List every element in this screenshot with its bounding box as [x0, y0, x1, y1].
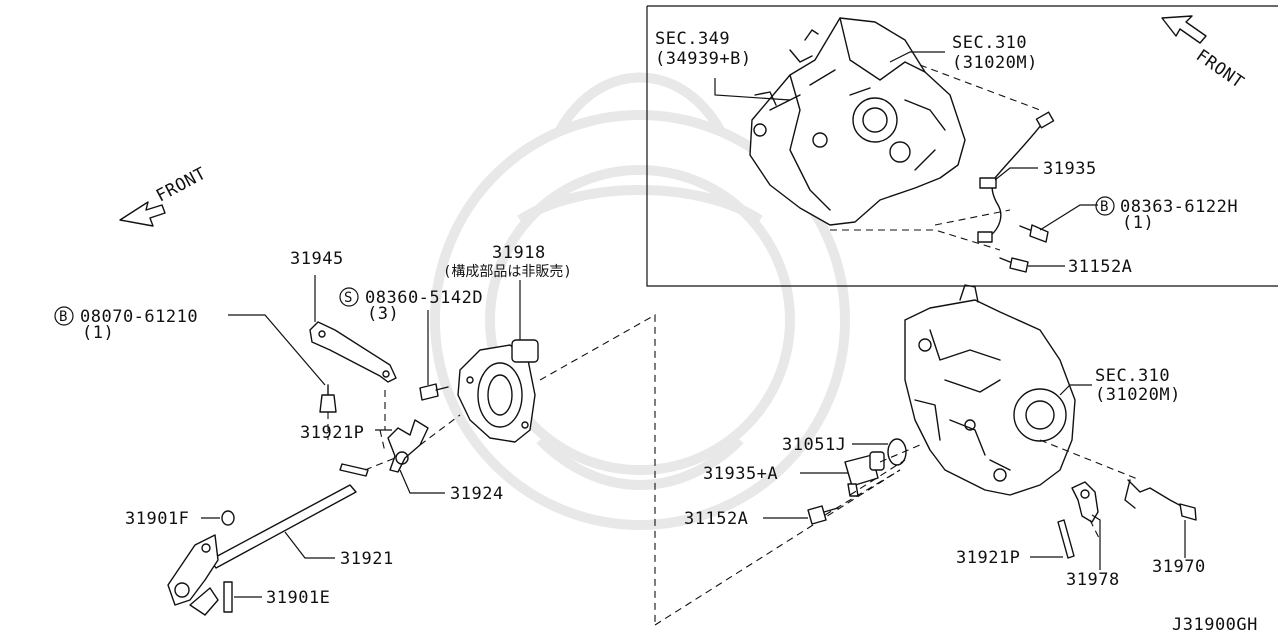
label-31970: 31970	[1152, 557, 1206, 577]
part-31051j-oring	[887, 438, 907, 466]
part-right-31921p-pin	[1057, 519, 1075, 559]
label-31918: 31918	[492, 243, 546, 263]
label-sec310-right: SEC.310	[1095, 366, 1170, 386]
label-08360-5142d: 08360-5142D	[365, 288, 483, 308]
inset-transmission-housing	[749, 17, 966, 226]
inset-frame	[646, 5, 1278, 287]
inset-bolt-08363	[1019, 224, 1049, 243]
part-31918-cover	[457, 339, 539, 443]
label-31051j: 31051J	[782, 435, 846, 455]
part-31945-bracket	[309, 321, 397, 383]
diagram-id: J31900GH	[1172, 615, 1258, 635]
label-inset-bolt-code: B	[1100, 199, 1108, 215]
label-sec349-ref: (34939+B)	[655, 49, 752, 69]
inset-speed-sensor-cable	[977, 111, 1055, 243]
label-inset-31152a: 31152A	[1068, 257, 1132, 277]
label-31901e: 31901E	[266, 588, 330, 608]
part-31970-cable	[1124, 479, 1197, 521]
label-08363-qty: (1)	[1122, 213, 1154, 233]
front-arrow-left: FRONT	[119, 164, 210, 227]
label-08070-61210: 08070-61210	[80, 307, 198, 327]
label-08070-code: B	[59, 309, 67, 325]
part-31935a-sensor	[844, 451, 885, 497]
front-arrow-inset: FRONT	[1161, 15, 1248, 93]
label-sec310-inset-ref: (31020M)	[952, 53, 1038, 73]
part-31924-lever	[387, 419, 429, 473]
bolt-code-circle	[1095, 196, 1115, 216]
front-label-left: FRONT	[153, 164, 210, 207]
part-31901f-plug	[221, 510, 235, 526]
label-31921: 31921	[340, 549, 394, 569]
label-31901f: 31901F	[125, 509, 189, 529]
right-bolt-31152a	[807, 505, 839, 525]
label-sec310-right-ref: (31020M)	[1095, 385, 1181, 405]
part-31901e-pin	[223, 581, 233, 613]
bolt-08070	[319, 384, 337, 413]
label-08360-qty: (3)	[367, 304, 399, 324]
label-08363-6122h: 08363-6122H	[1120, 197, 1238, 217]
label-right-31152a: 31152A	[684, 509, 748, 529]
label-sec310-inset: SEC.310	[952, 33, 1027, 53]
part-31921p-pin	[339, 463, 369, 477]
right-transmission-housing	[904, 284, 1076, 496]
front-label-inset: FRONT	[1192, 46, 1247, 93]
label-right-31921p: 31921P	[956, 548, 1020, 568]
screw-08360	[419, 383, 449, 401]
label-left-31921p: 31921P	[300, 423, 364, 443]
label-31935: 31935	[1043, 159, 1097, 179]
inset-bolt-31152a	[999, 257, 1029, 273]
label-sec349: SEC.349	[655, 29, 730, 49]
bolt-code-circle-left	[54, 306, 74, 326]
label-31935a: 31935+A	[703, 464, 778, 484]
label-31978: 31978	[1066, 570, 1120, 590]
part-31921-shaft	[167, 484, 357, 616]
label-08360-code: S	[344, 290, 352, 306]
label-08070-qty: (1)	[82, 323, 114, 343]
watermark-emblem	[430, 72, 850, 530]
label-31924: 31924	[450, 484, 504, 504]
label-31945: 31945	[290, 249, 344, 269]
screw-code-circle	[339, 287, 359, 307]
label-31918-note: (構成部品は非販売)	[443, 264, 572, 280]
